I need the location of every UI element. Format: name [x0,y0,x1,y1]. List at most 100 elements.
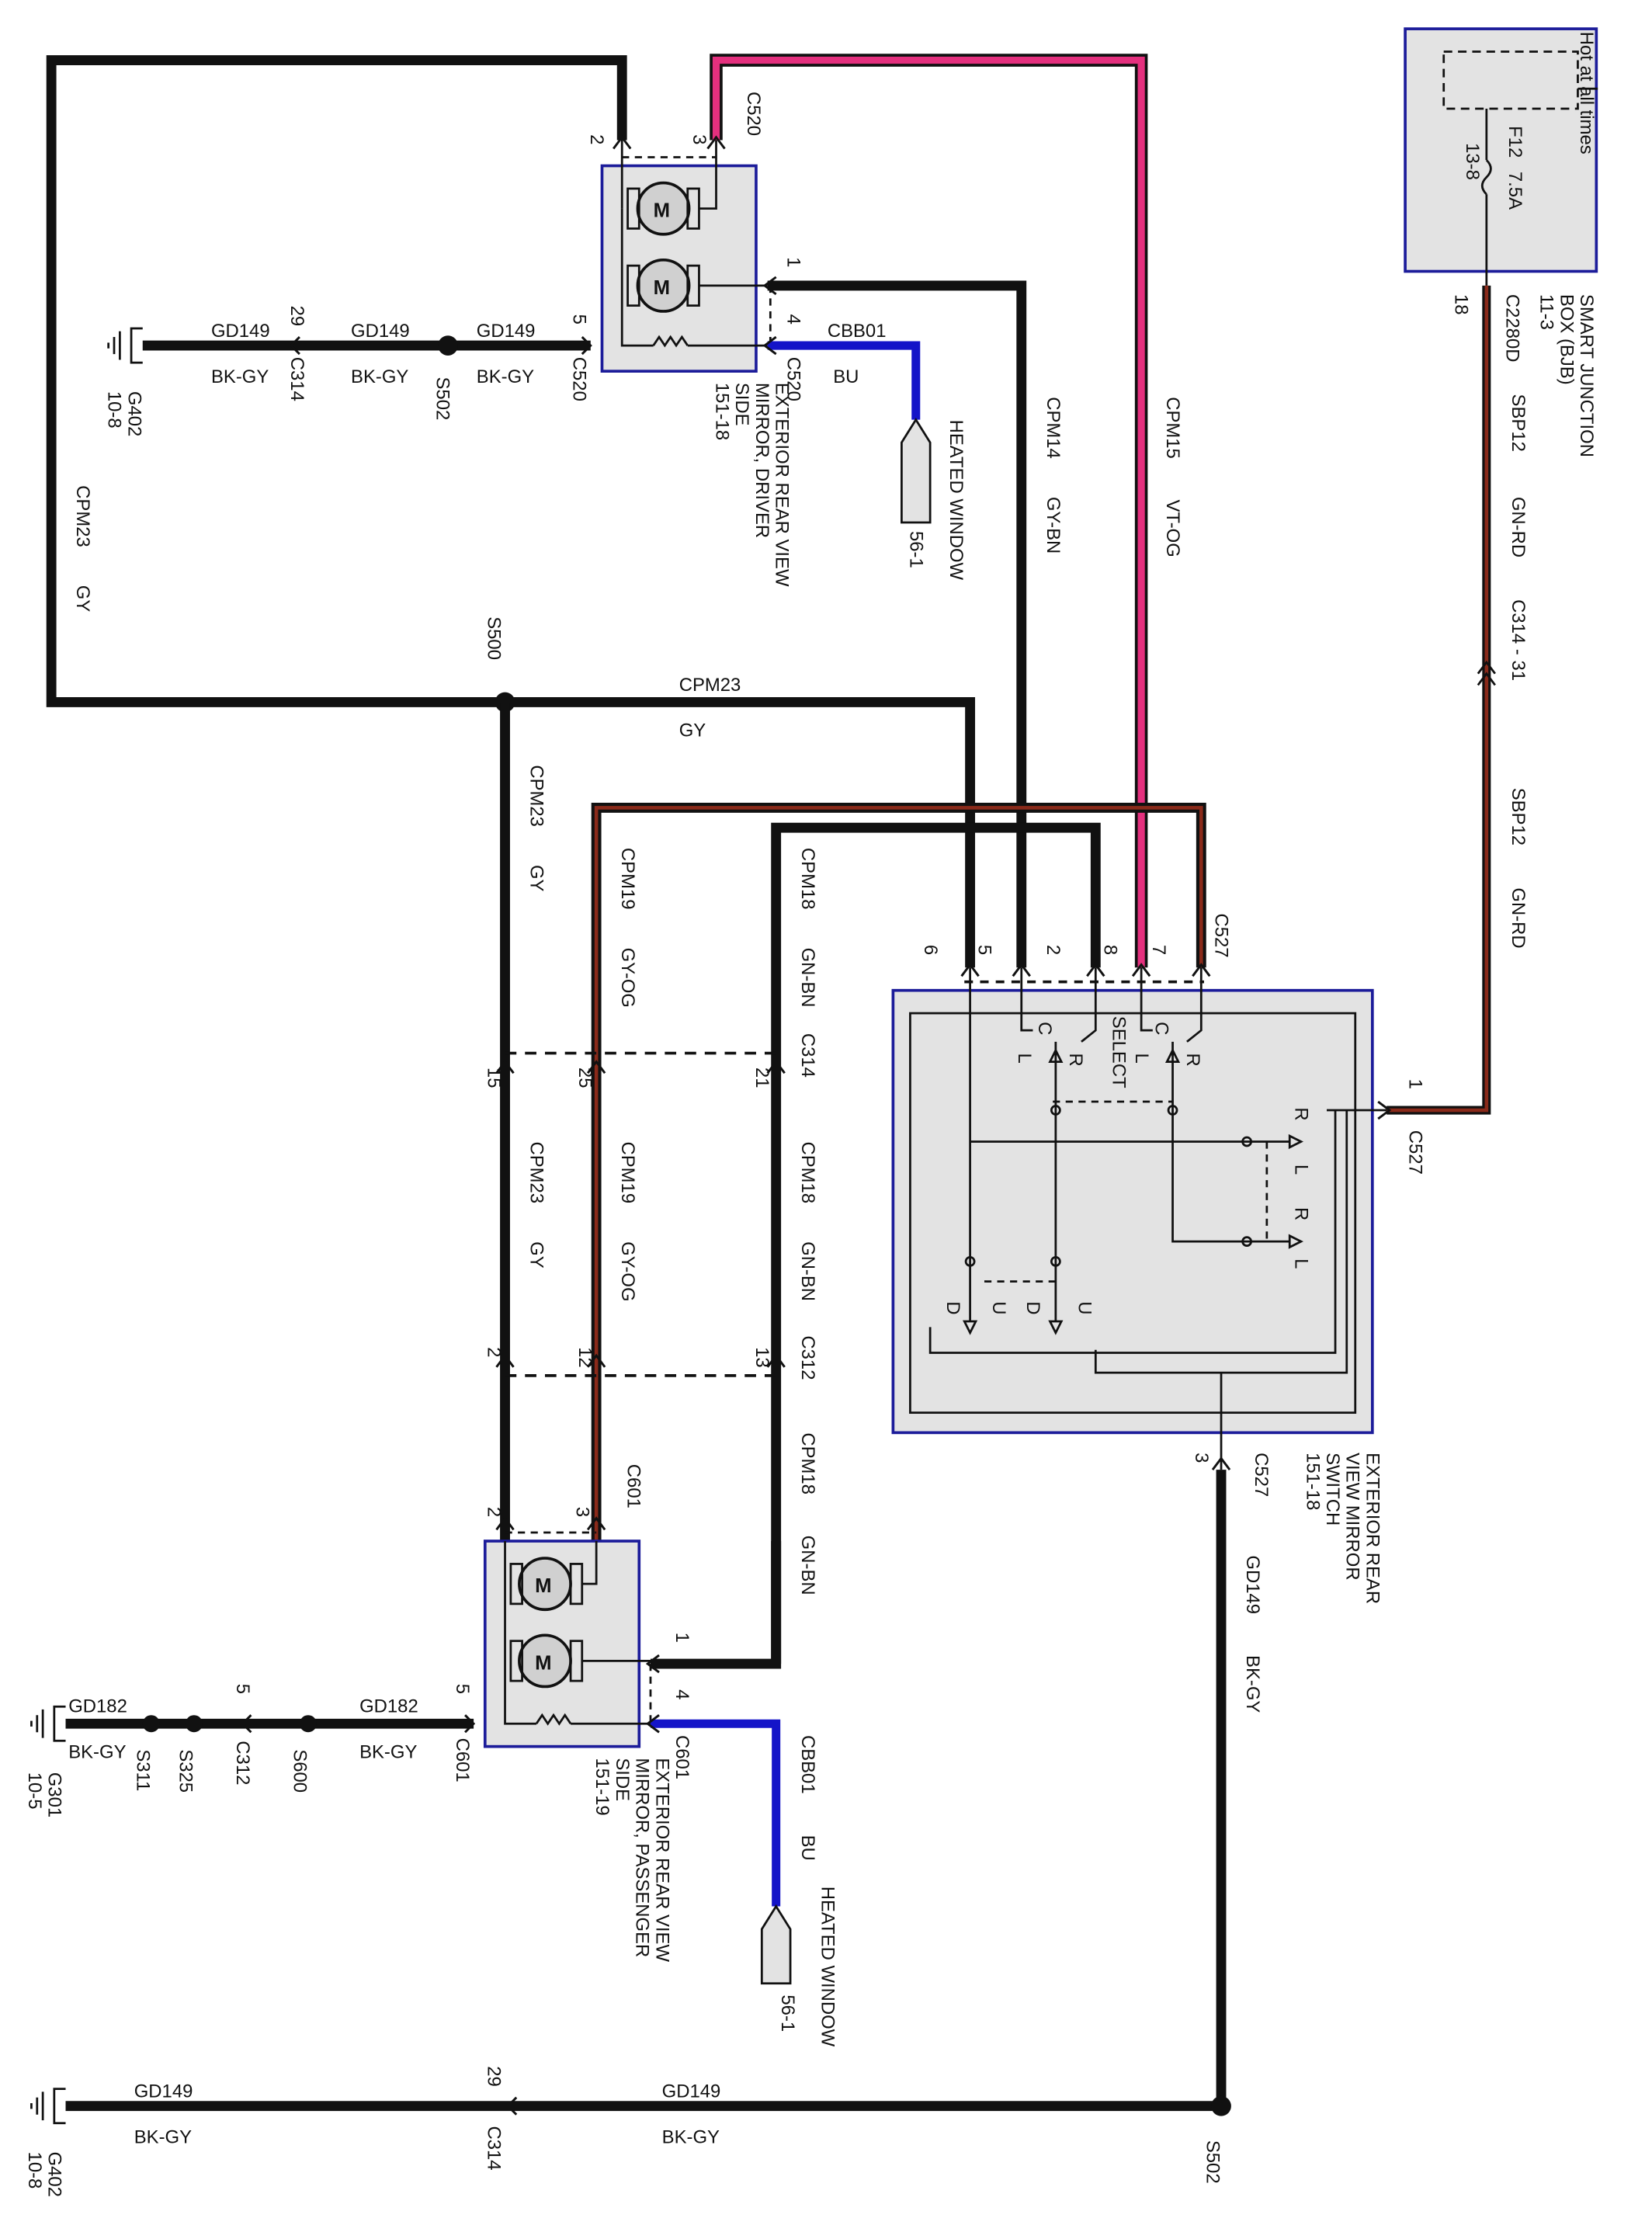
pin-label: 6 [920,945,941,955]
splice-s502 [438,335,458,356]
c312-label: C312 [797,1335,818,1380]
cpm15-wire: CPM15 VT-OG [710,54,1183,968]
cpm15-label: CPM15 [1162,397,1183,459]
switch-label: R [1182,1054,1203,1067]
switch-contact-icon [1164,1047,1181,1063]
pin-label: 5 [452,1684,473,1694]
pin-label: 5 [974,945,995,955]
gn-rd-label-lower: GN-RD [1508,887,1529,948]
connector-label: C601 [623,1464,644,1508]
switch-contact-icon [1048,1320,1064,1335]
fuse-box-connector: C2280D [1502,294,1523,363]
pin-label: 1 [1405,1079,1426,1089]
motor-label: M [535,1575,551,1597]
fuse-box-pin: 18 [1450,294,1471,315]
pin-label: 15 [483,1067,504,1088]
gd182-label: GD182 [359,1696,418,1717]
ground-icon [107,327,143,364]
fuse-number: F12 [1504,126,1525,158]
heated-window-ref: 56-1 [905,531,926,568]
c312-label: C312 [232,1741,253,1785]
cbb01-label: CBB01 [828,321,887,342]
ground-icon [30,2088,66,2125]
gd149-label: GD149 [351,321,410,342]
cpm19-label: CPM19 [617,1141,638,1203]
bk-gy-label: BK-GY [68,1741,126,1762]
s502-label: S502 [1203,2140,1223,2184]
passenger-mirror-module: M M EXTERIOR REAR VIEW MIRROR, PASSENGER… [452,1464,692,1963]
gy-label-left: GY [72,585,93,613]
g402-ref: 10-8 [24,2152,45,2189]
bk-gy-label: BK-GY [351,366,408,387]
fuse-box-title-3: 11-3 [1536,294,1557,330]
switch-label: C [1150,1022,1171,1035]
pin-label: 12 [574,1347,595,1368]
switch-label: R [1291,1107,1312,1120]
cpm14-label: CPM14 [1043,397,1064,459]
bk-gy-label: BK-GY [1242,1655,1263,1713]
s600-label: S600 [290,1749,311,1793]
pin-label: 1 [783,257,803,267]
connector-label: C520 [743,92,764,136]
s502-label: S502 [432,377,453,421]
connector-label: C520 [783,357,803,401]
gy-og-label: GY-OG [617,1241,638,1301]
g402-ref: 10-8 [104,391,125,429]
passenger-mirror-name-1: EXTERIOR REAR VIEW [651,1758,672,1962]
switch-name-1: EXTERIOR REAR [1362,1453,1383,1604]
fuse-rating: 7.5A [1504,172,1525,210]
c314-label: C314 [483,2126,504,2170]
bk-gy-label: BK-GY [662,2127,720,2148]
fuse-box-title-1: SMART JUNCTION [1576,294,1597,457]
cpm23-label: CPM23 [526,1141,547,1203]
pin-label: 3 [1191,1453,1212,1463]
c527-label: C527 [1405,1130,1426,1175]
pin-label: 2 [586,134,607,144]
cpm19-label: CPM19 [617,848,638,910]
pin-label: 25 [574,1067,595,1088]
switch-label: L [1291,1165,1312,1175]
heated-window-ref: 56-1 [777,1994,798,2032]
c314-31-label: C314 - 31 [1508,599,1529,681]
cpm14-wire: CPM14 GY-BN [767,280,1064,968]
heated-window-label: HEATED WINDOW [817,1887,838,2047]
cpm18-label: CPM18 [797,848,818,910]
pin-label: 8 [1099,945,1120,955]
passenger-mirror-name-3: SIDE [612,1758,633,1801]
pin-label: 3 [571,1507,592,1517]
driver-mirror-name-1: EXTERIOR REAR VIEW [772,383,793,587]
pin-label: 2 [483,1507,504,1517]
s325-label: S325 [175,1749,196,1793]
motor-label: M [654,277,670,299]
switch-label: U [1074,1301,1095,1314]
switch-label: L [1014,1054,1035,1064]
driver-mirror-name-3: SIDE [731,383,752,426]
c527-label: C527 [1211,913,1232,957]
cpm23-label-mid: CPM23 [679,675,741,696]
gy-label-mid: GY [679,720,706,741]
switch-label: R [1291,1207,1312,1220]
sbp12-label-lower: SBP12 [1508,788,1529,845]
bk-gy-label: BK-GY [477,366,534,387]
switch-label: SELECT [1108,1016,1129,1088]
switch-name-2: VIEW MIRROR [1342,1453,1363,1580]
smart-junction-box: Hot at all times F12 7.5A 13-8 SMART JUN… [1404,27,1598,457]
switch-label: D [942,1301,963,1314]
splice-s600 [299,1715,317,1733]
gn-bn-label: GN-BN [797,1536,818,1595]
gy-label: GY [526,865,547,892]
switch-name-4: 151-18 [1302,1453,1323,1510]
switch-label: D [1022,1301,1043,1314]
heated-window-connector-icon [760,1904,792,1985]
c527-label: C527 [1251,1453,1272,1497]
switch-label: R [1065,1054,1086,1067]
pin-label: 29 [286,306,307,327]
switch-label: U [988,1301,1009,1314]
cpm23-label-left: CPM23 [72,485,93,547]
pin-label: 7 [1148,945,1169,955]
gd149-label: GD149 [662,2081,721,2102]
pin-label: 4 [672,1689,692,1699]
sbp12-label-upper: SBP12 [1508,394,1529,452]
vt-og-label: VT-OG [1162,500,1183,557]
fuse-ref: 13-8 [1462,143,1483,180]
